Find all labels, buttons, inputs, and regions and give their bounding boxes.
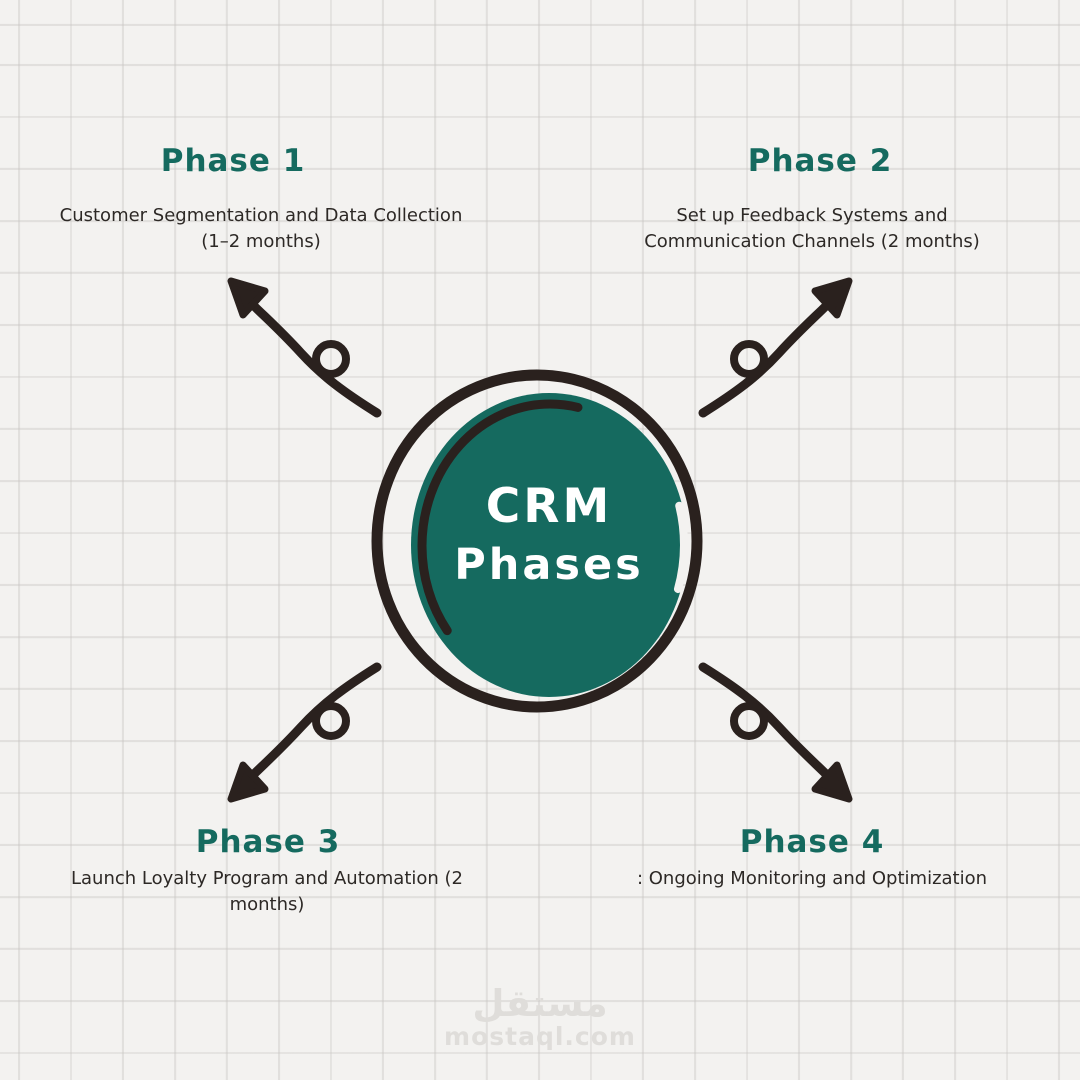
phase-1-arrow-icon	[222, 271, 387, 426]
phase-2-arrow-icon	[693, 271, 858, 426]
phase-1-description-line: Customer Segmentation and Data Collectio…	[59, 205, 463, 226]
phase-3-description-line: months)	[229, 894, 305, 915]
phase-3-description-line: Launch Loyalty Program and Automation (2	[70, 868, 464, 889]
teal-disc	[411, 393, 687, 697]
phase-4-arrow-icon	[693, 654, 858, 809]
phase-3-arrow-icon	[222, 654, 387, 809]
phase-1-description-line: (1–2 months)	[201, 231, 321, 252]
crm-title-line2: Phases	[454, 540, 644, 590]
phase-2-description: Set up Feedback Systems and Communicatio…	[602, 203, 1022, 255]
sketch-accent-arc	[417, 399, 683, 693]
phase-2-description-line: Set up Feedback Systems and	[676, 205, 948, 226]
phase-3-title: Phase 3	[195, 824, 341, 860]
phase-4-title: Phase 4	[739, 824, 885, 860]
phase-3-description: Launch Loyalty Program and Automation (2…	[57, 866, 477, 918]
highlight-notch-arc	[410, 392, 688, 698]
crm-title-line1: CRM	[485, 479, 613, 534]
phase-4-description-line: : Ongoing Monitoring and Optimization	[636, 868, 988, 889]
phase-2-title: Phase 2	[747, 143, 893, 179]
phase-1-description: Customer Segmentation and Data Collectio…	[51, 203, 471, 255]
hand-drawn-ring	[371, 369, 703, 713]
crm-center-circle	[368, 364, 713, 719]
phase-1-title: Phase 1	[160, 143, 306, 179]
watermark-logo: مستقل	[472, 982, 608, 1025]
watermark-domain: mostaql.com	[444, 1022, 636, 1051]
watermark: مستقل mostaql.com	[390, 984, 690, 1050]
phase-4-description: : Ongoing Monitoring and Optimization	[602, 866, 1022, 892]
phase-2-description-line: Communication Channels (2 months)	[644, 231, 980, 252]
